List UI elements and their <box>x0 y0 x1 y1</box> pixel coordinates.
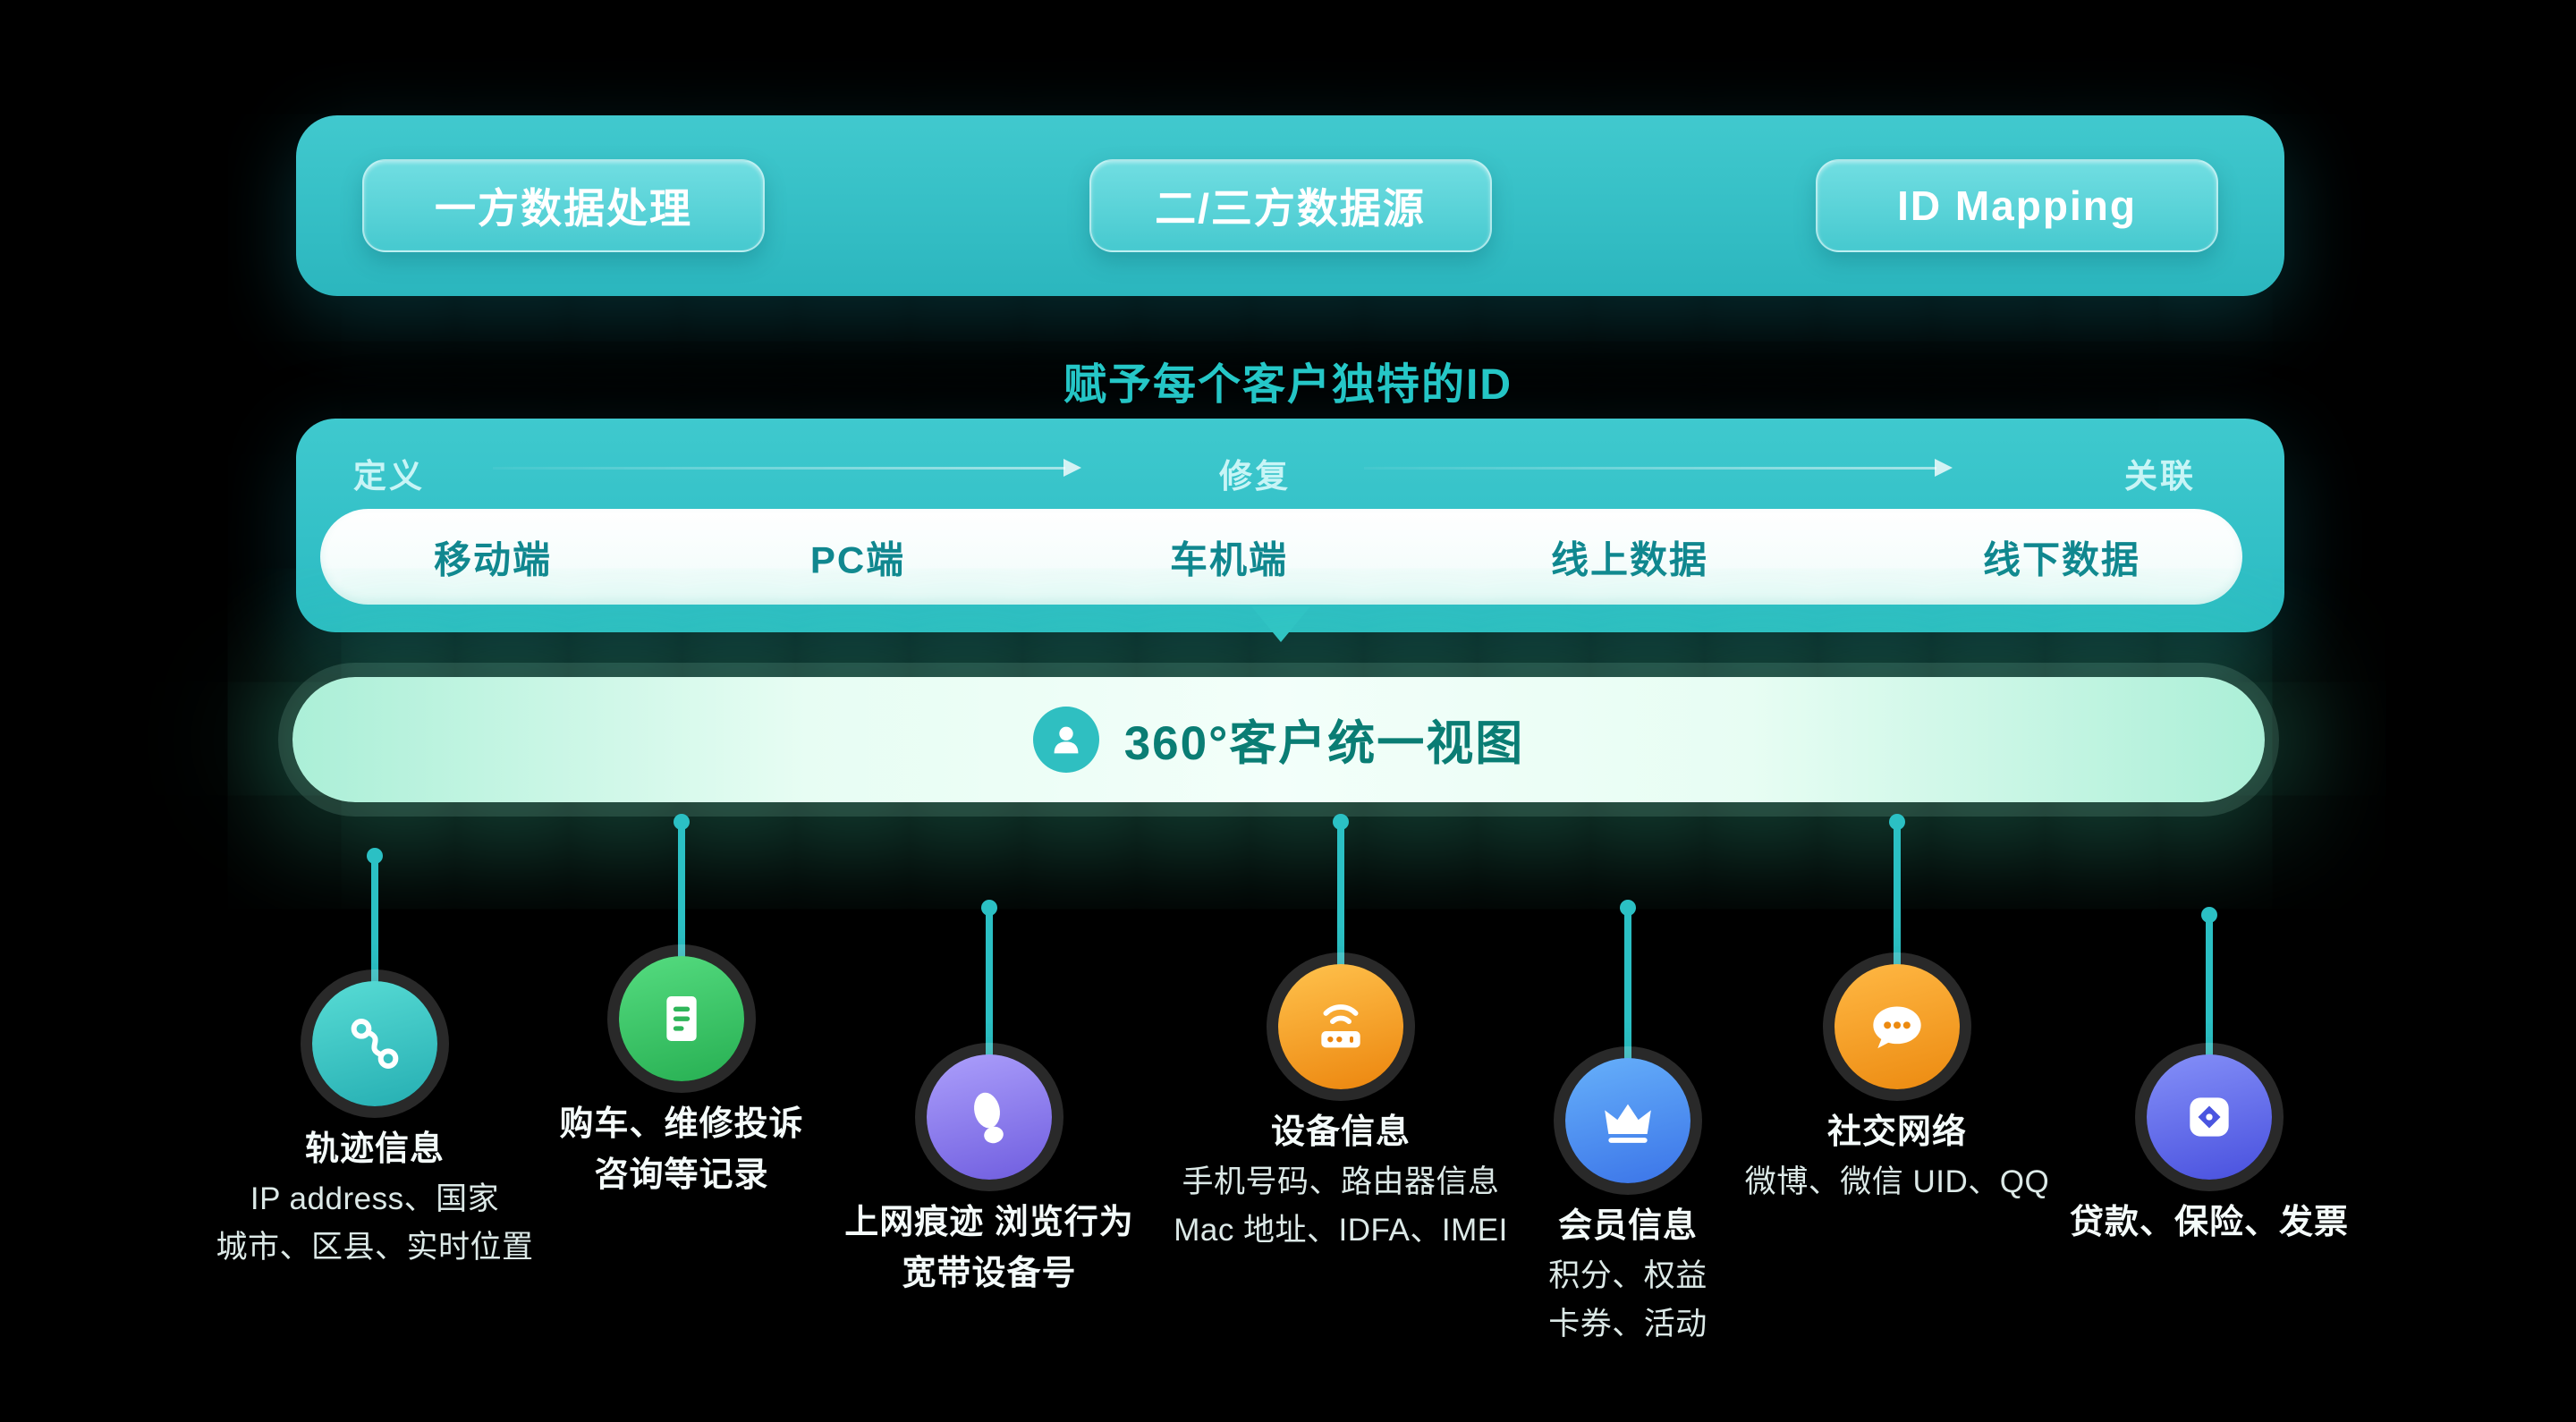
source-title: 会员信息 <box>1557 1207 1698 1245</box>
source-desc: Mac 地址、IDFA、IMEI <box>1174 1213 1508 1248</box>
source-title: 购车、维修投诉 <box>559 1105 804 1143</box>
source-title: 咨询等记录 <box>594 1156 769 1194</box>
chat-icon <box>1835 964 1960 1089</box>
connector-line <box>674 814 690 969</box>
finance-icon <box>2147 1054 2272 1180</box>
source-desc: 手机号码、路由器信息 <box>1182 1164 1500 1199</box>
connector-line <box>367 848 383 995</box>
data-source-social: 社交网络 微博、微信 UID、QQ <box>1691 964 2103 1206</box>
connector-line <box>1333 814 1349 978</box>
channel-pill: 移动端 PC端 车机端 线上数据 线下数据 <box>320 509 2242 605</box>
source-desc: 卡券、活动 <box>1548 1307 1707 1342</box>
data-source-membership: 会员信息 积分、权益 卡券、活动 <box>1422 1058 1834 1350</box>
router-icon <box>1278 964 1403 1089</box>
channel-online-data: 线上数据 <box>1550 538 1709 580</box>
source-title: 上网痕迹 浏览行为 <box>844 1204 1134 1241</box>
source-title: 贷款、保险、发票 <box>2069 1204 2349 1241</box>
second-third-party-data-label: 二/三方数据源 <box>1155 185 1426 232</box>
source-text: 设备信息 手机号码、路由器信息 Mac 地址、IDFA、IMEI <box>1174 1107 1508 1256</box>
source-desc: 微博、微信 UID、QQ <box>1744 1164 2050 1199</box>
data-source-service-records: 购车、维修投诉 咨询等记录 <box>476 956 887 1201</box>
connector-line <box>2201 907 2217 1068</box>
id-mapping-button[interactable]: ID Mapping <box>1816 159 2218 252</box>
crown-icon <box>1565 1058 1690 1183</box>
id-pipeline-band: 定义 修复 关联 移动端 PC端 车机端 线上数据 线下数据 <box>296 419 2284 632</box>
footprint-icon <box>927 1054 1052 1180</box>
channel-pc: PC端 <box>809 538 906 580</box>
data-source-trajectory: 轨迹信息 IP address、国家 城市、区县、实时位置 <box>169 981 580 1273</box>
channel-mobile: 移动端 <box>433 538 553 580</box>
arrow-down-icon <box>1251 606 1310 642</box>
connector-line <box>981 900 997 1068</box>
route-icon <box>312 981 437 1106</box>
source-text: 轨迹信息 IP address、国家 城市、区县、实时位置 <box>216 1124 533 1273</box>
source-desc: IP address、国家 <box>250 1181 500 1216</box>
source-text: 贷款、保险、发票 <box>2070 1198 2349 1248</box>
stage-repair: 修复 <box>1219 458 1291 495</box>
source-desc: 积分、权益 <box>1548 1258 1707 1293</box>
unified-view-bar: 360°客户统一视图 <box>292 677 2265 802</box>
data-source-device-info: 设备信息 手机号码、路由器信息 Mac 地址、IDFA、IMEI <box>1135 964 1546 1256</box>
arrow-right-icon <box>1364 459 1953 477</box>
id-mapping-label: ID Mapping <box>1897 182 2137 229</box>
source-desc: 城市、区县、实时位置 <box>216 1230 534 1265</box>
channel-offline-data: 线下数据 <box>1982 538 2141 580</box>
unified-view-label: 360°客户统一视图 <box>1123 717 1525 770</box>
source-title: 宽带设备号 <box>902 1255 1077 1292</box>
source-text: 会员信息 积分、权益 卡券、活动 <box>1548 1201 1707 1350</box>
source-title: 轨迹信息 <box>304 1130 445 1168</box>
document-icon <box>619 956 744 1081</box>
second-third-party-data-button[interactable]: 二/三方数据源 <box>1089 159 1492 252</box>
arrow-right-icon <box>493 459 1081 477</box>
data-layer-bar: 一方数据处理 二/三方数据源 ID Mapping <box>296 115 2284 296</box>
stage-associate: 关联 <box>2124 458 2196 495</box>
headline-text: 赋予每个客户独特的ID <box>1063 361 1513 409</box>
data-source-finance: 贷款、保险、发票 <box>2004 1054 2415 1248</box>
data-source-browsing: 上网痕迹 浏览行为 宽带设备号 <box>784 1054 1195 1299</box>
source-title: 设备信息 <box>1270 1113 1411 1151</box>
user-avatar-icon <box>1032 707 1099 773</box>
stage-define: 定义 <box>353 458 425 495</box>
first-party-data-label: 一方数据处理 <box>435 185 692 232</box>
source-text: 上网痕迹 浏览行为 宽带设备号 <box>844 1198 1134 1299</box>
first-party-data-button[interactable]: 一方数据处理 <box>362 159 765 252</box>
connector-line <box>1889 814 1905 978</box>
source-title: 社交网络 <box>1826 1113 1967 1151</box>
channel-in-vehicle: 车机端 <box>1169 538 1289 580</box>
connector-line <box>1620 900 1636 1071</box>
source-text: 社交网络 微博、微信 UID、QQ <box>1745 1107 2049 1206</box>
source-text: 购车、维修投诉 咨询等记录 <box>559 1099 803 1201</box>
